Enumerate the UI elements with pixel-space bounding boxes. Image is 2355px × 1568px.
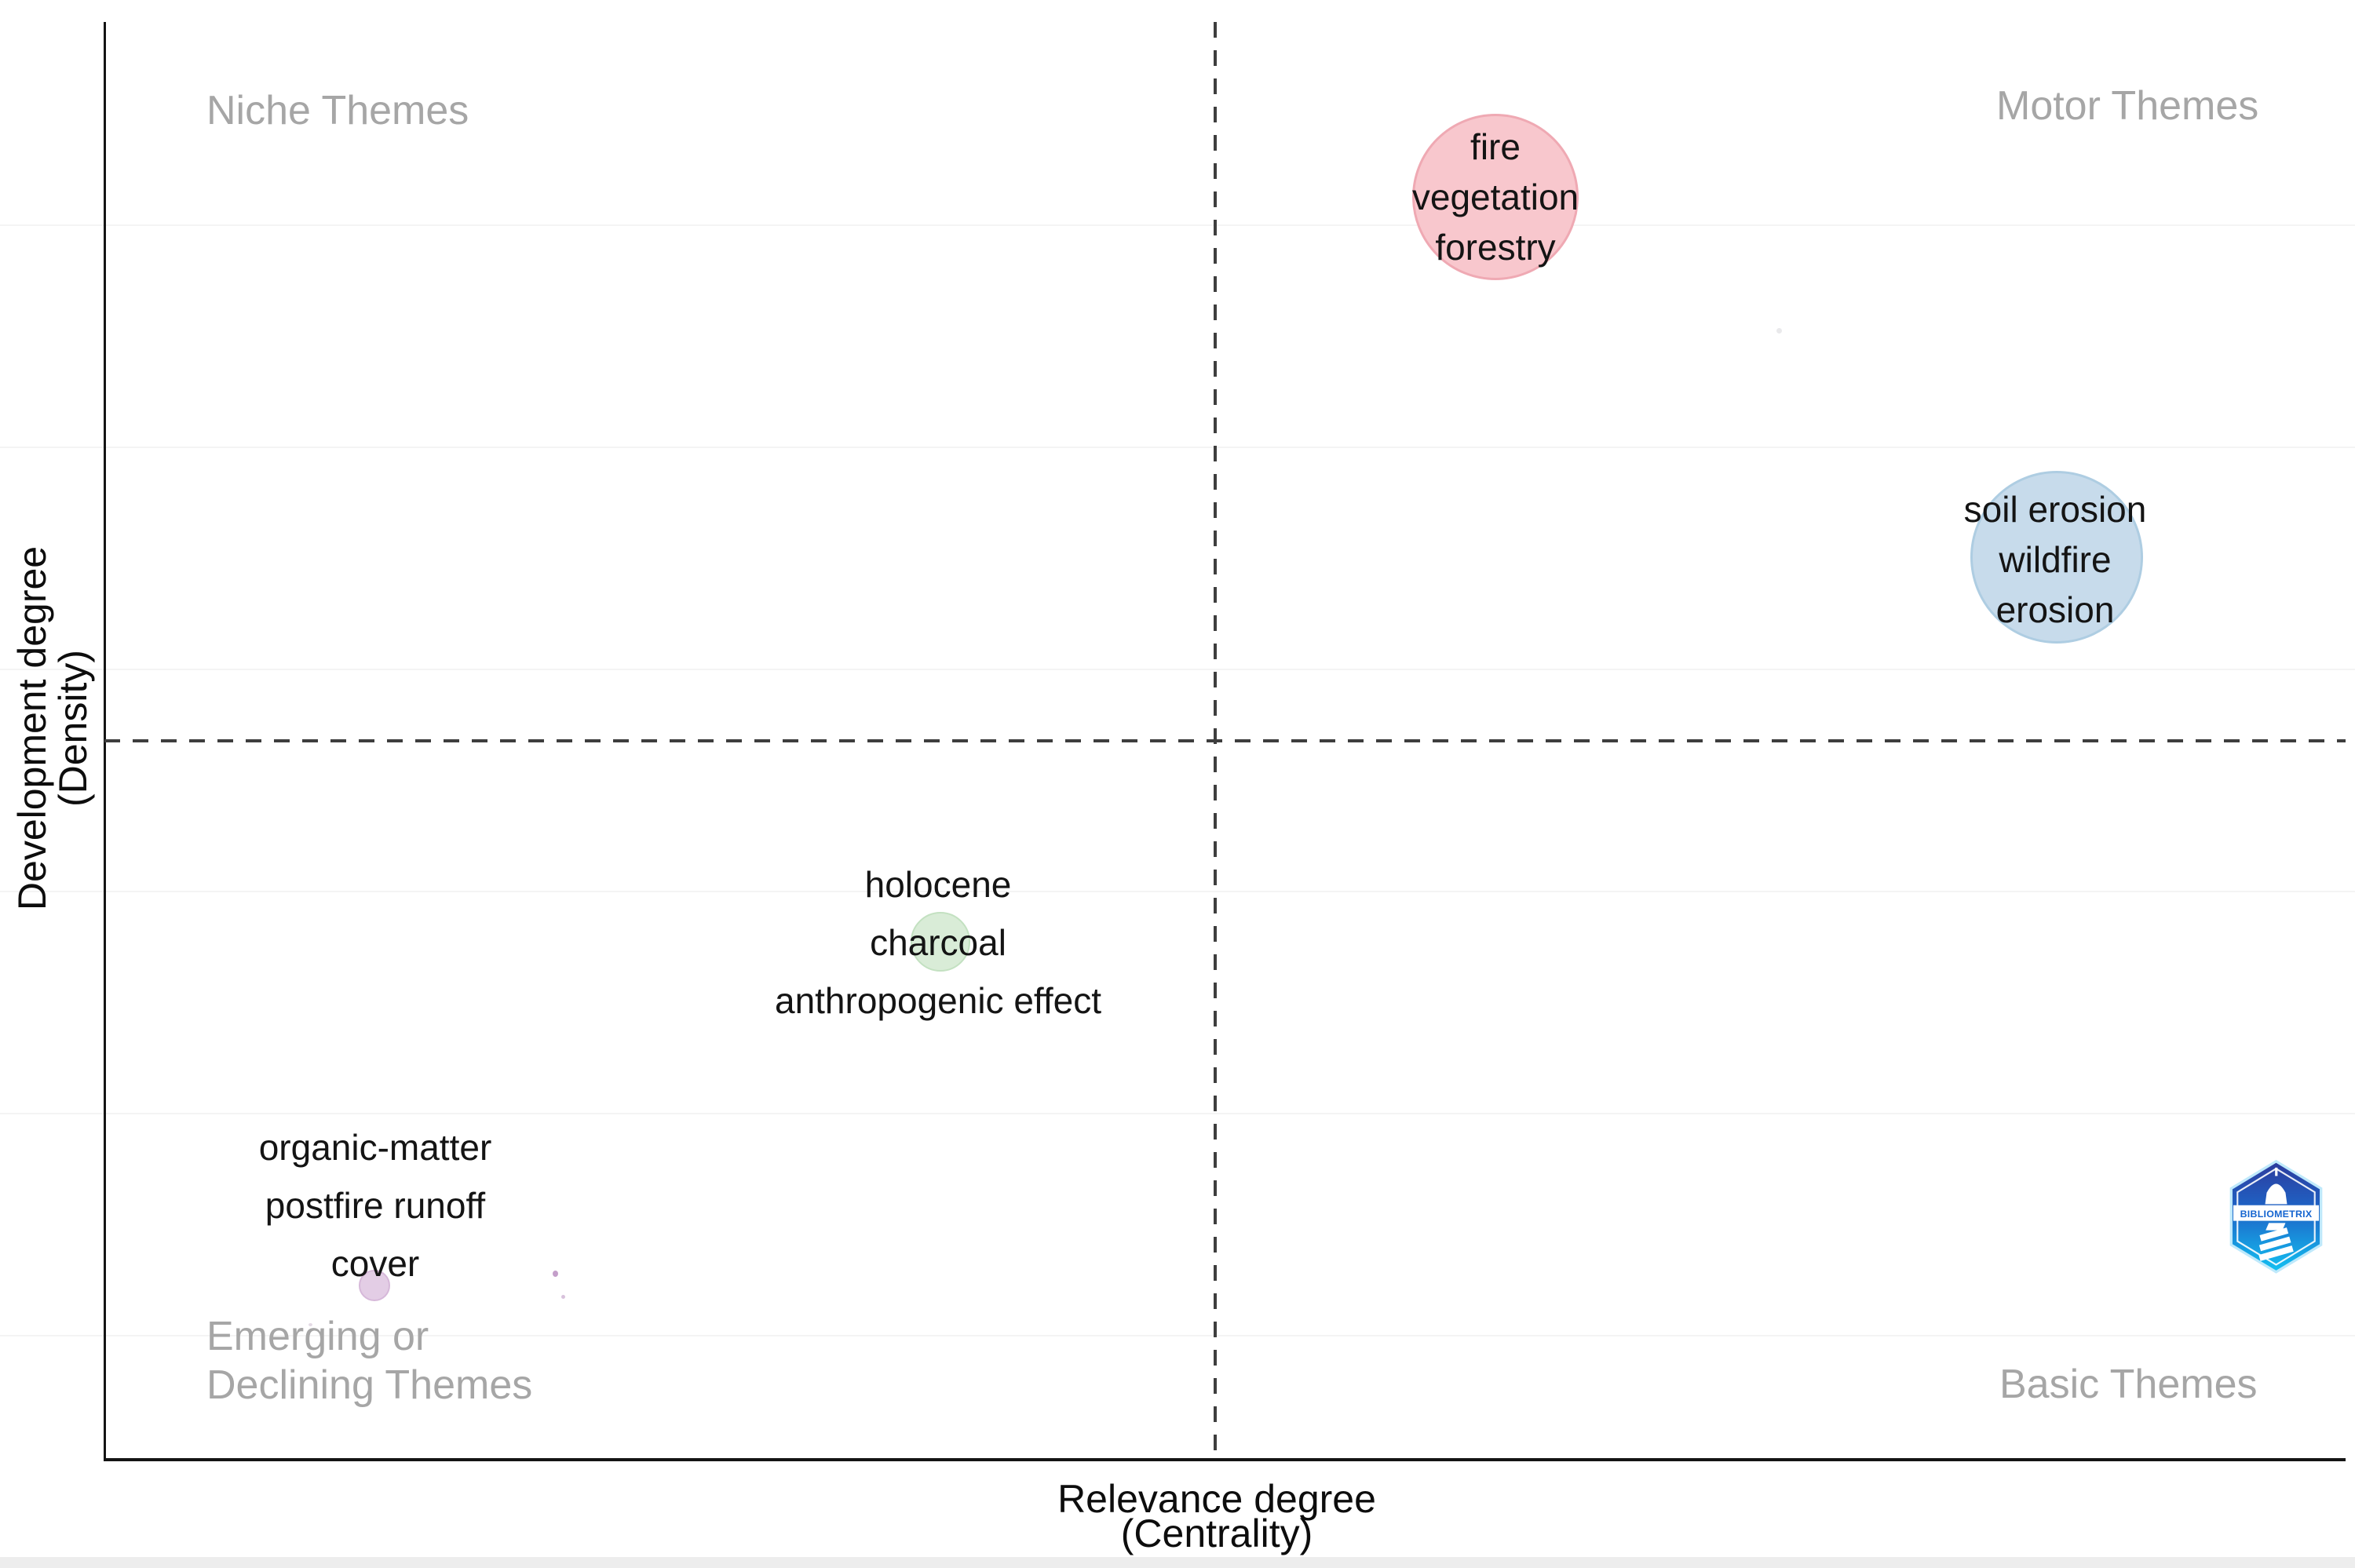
y-axis-label: Development degree (Density) [10, 545, 95, 911]
bottom-margin-strip [0, 1557, 2355, 1568]
bubble-label-organic-matter: organic-matter postfire runoff cover [258, 1127, 492, 1284]
theme-bubble-soil-erosion-wildfire-erosion[interactable] [1970, 471, 2143, 644]
bubble-label-soil-erosion-wildfire-erosion: soil erosion wildfire erosion [1963, 489, 2147, 630]
density-median-dashed-line [104, 739, 2346, 742]
gridline [0, 447, 2355, 448]
quadrant-label-basic-themes: Basic Themes [1999, 1362, 2258, 1407]
theme-bubble-fire-vegetation-forestry[interactable] [1412, 114, 1579, 280]
x-axis-line [104, 1458, 2346, 1461]
logo-wordmark: BIBLIOMETRIX [2240, 1209, 2313, 1220]
lighthouse-body [2266, 1223, 2286, 1231]
lighthouse-stripes-icon [2258, 1227, 2294, 1261]
noise-speck [561, 1295, 565, 1299]
theme-bubble-organic-matter[interactable] [359, 1270, 390, 1301]
theme-bubble-holocene-charcoal[interactable] [911, 912, 970, 972]
lighthouse-dome-icon [2265, 1183, 2287, 1205]
noise-speck [553, 1271, 558, 1277]
gridline [0, 669, 2355, 670]
bibliometrix-logo: BIBLIOMETRIX [2229, 1159, 2323, 1274]
noise-speck [309, 1323, 312, 1326]
noise-speck [1776, 328, 1782, 334]
quadrant-label-niche-themes: Niche Themes [206, 88, 469, 133]
lighthouse-mast [2275, 1167, 2278, 1176]
gridline [0, 891, 2355, 892]
gridline [0, 1113, 2355, 1114]
x-axis-label: Relevance degree (Centrality) [1057, 1477, 1376, 1555]
bubble-label-holocene-charcoal: holocene charcoal anthropogenic effect [774, 864, 1102, 1021]
quadrant-label-motor-themes: Motor Themes [1996, 83, 2259, 129]
logo-band [2233, 1205, 2320, 1221]
gridline [0, 224, 2355, 226]
gridline [0, 1335, 2355, 1336]
quadrant-label-emerging-declining-themes: Emerging or Declining Themes [206, 1314, 533, 1408]
logo-inner-hexagon [2236, 1167, 2316, 1266]
bubble-label-fire-vegetation-forestry: fire vegetation forestry [1411, 126, 1579, 268]
